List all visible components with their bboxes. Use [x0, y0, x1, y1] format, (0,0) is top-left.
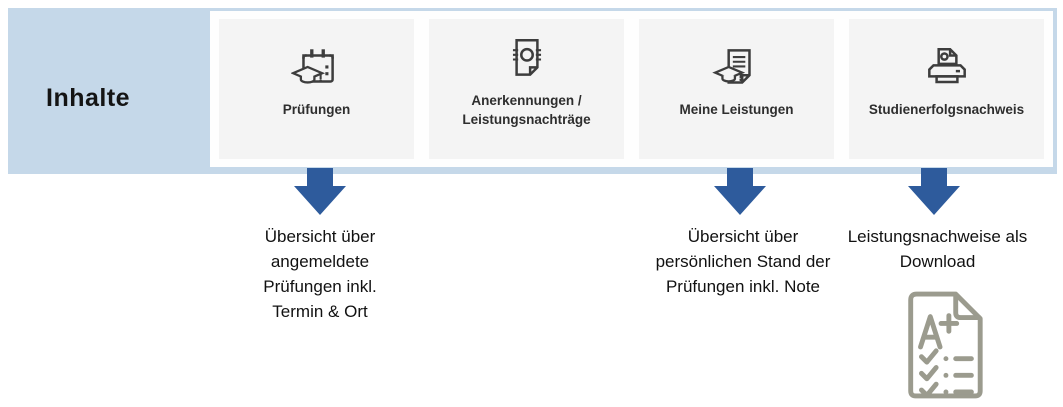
tile-meine-leistungen[interactable]: Meine Leistungen	[639, 19, 834, 159]
down-arrow-icon	[908, 168, 960, 215]
tile-label: Studienerfolgsnachweis	[868, 102, 1025, 118]
tile-label: Anerkennungen / Leistungsnachträge	[462, 93, 591, 127]
tile-studienerfolgsnachweis[interactable]: Studienerfolgsnachweis	[849, 19, 1044, 159]
tile-anerkennungen[interactable]: Anerkennungen / Leistungsnachträge	[429, 19, 624, 159]
tile-pruefungen[interactable]: Prüfungen	[219, 19, 414, 159]
tile-label: Meine Leistungen	[679, 102, 794, 118]
calendar-graduation-icon	[290, 44, 343, 92]
menu-tiles-container: Prüfungen Anerkennungen / Leistungsnacht…	[210, 11, 1053, 167]
grade-report-icon	[897, 288, 989, 402]
banner-title: Inhalte	[46, 84, 131, 112]
description-studienerfolgsnachweis: Leistungsnachweise als Download	[847, 227, 1028, 271]
graduation-document-icon	[711, 44, 763, 92]
tile-label: Prüfungen	[282, 102, 351, 118]
printer-icon	[921, 44, 973, 92]
description-pruefungen: Übersicht über angemeldete Prüfungen ink…	[263, 227, 377, 321]
down-arrow-icon	[294, 168, 346, 215]
description-meine-leistungen: Übersicht über persönlichen Stand der Pr…	[655, 227, 831, 296]
down-arrow-icon	[714, 168, 766, 215]
certificate-document-icon	[501, 35, 553, 83]
